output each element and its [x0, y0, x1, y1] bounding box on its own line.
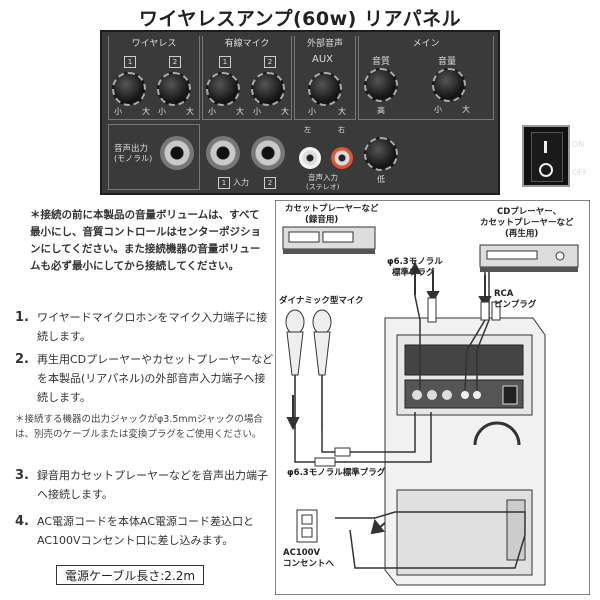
rca-pin-plug-label: ピンプラグ — [494, 300, 537, 310]
page-title: ワイヤレスアンプ(60w) リアパネル — [138, 8, 462, 30]
cd-player-illustration — [479, 244, 579, 272]
wired-mic-2-number: 2 — [264, 56, 276, 68]
cables — [294, 260, 526, 569]
wired-mic-section: 有線マイク — [202, 36, 292, 120]
wireless-2-volume-knob[interactable] — [157, 72, 191, 106]
aux-volume-knob[interactable] — [308, 72, 342, 106]
rca-right-jack[interactable] — [331, 147, 353, 169]
min-label: 小 — [308, 107, 316, 116]
power-off-label: OFF — [572, 168, 588, 177]
mic-input-2-number: 2 — [264, 177, 276, 189]
rca-label: RCA — [494, 289, 514, 299]
power-switch[interactable] — [522, 125, 570, 187]
connection-diagram: カセットプレーヤーなど (録音用) CDプレーヤー、 カセットプレーヤーなど (… — [274, 199, 591, 596]
mic-input-1-jack[interactable] — [206, 136, 240, 170]
ac100v-label: AC100V — [283, 548, 321, 558]
master-volume-knob[interactable] — [432, 68, 466, 102]
jack-size-note: ＊接続する機器の出力ジャックがφ3.5mmジャックの場合は、別売のケーブルまたは… — [15, 414, 263, 440]
power-on-label: ON — [572, 140, 585, 149]
high-label: 高 — [377, 106, 385, 115]
tone-high-knob[interactable] — [364, 68, 398, 102]
mic-input-2-jack[interactable] — [251, 136, 285, 170]
max-label: 大 — [281, 107, 289, 116]
mono-plug-bottom-label: φ6.3モノラル標準プラグ — [287, 468, 386, 478]
wired-mic-1-volume-knob[interactable] — [206, 72, 240, 106]
min-label: 小 — [114, 107, 122, 116]
tone-label: 音質 — [372, 57, 391, 67]
wireless-section-label: ワイヤレス — [109, 36, 199, 49]
min-label: 小 — [158, 107, 166, 116]
mono-plug-label-2: 標準プラグ — [392, 268, 435, 278]
cd-playback-label: (再生用) — [505, 229, 539, 239]
max-label: 大 — [186, 107, 194, 116]
mic-input-1-number: 1 — [218, 177, 230, 189]
output-section — [108, 124, 200, 190]
microphone-2-illustration — [312, 309, 332, 430]
wireless-section: ワイヤレス — [108, 36, 200, 120]
cassette-recording-label: (録音用) — [305, 215, 339, 225]
step-number: 2. — [15, 352, 29, 367]
cassette-deck-illustration — [282, 226, 376, 254]
external-audio-section: 外部音声 — [294, 36, 356, 120]
wireless-1-volume-knob[interactable] — [112, 72, 146, 106]
rear-panel-photo: ワイヤレス 有線マイク 外部音声 メイン 1 2 小 大 小 大 1 2 小 大… — [100, 30, 588, 195]
ac-outlet-illustration — [296, 509, 318, 543]
tone-low-knob[interactable] — [364, 137, 398, 171]
power-cable-length: 電源ケーブル長さ:2.2m — [56, 565, 204, 585]
wired-mic-2-volume-knob[interactable] — [251, 72, 285, 106]
audio-output-mono-label: (モノラル) — [114, 154, 153, 163]
volume-label: 音量 — [438, 57, 457, 67]
diagram-drawing — [274, 199, 591, 596]
dynamic-mic-label: ダイナミック型マイク — [279, 296, 364, 306]
to-outlet-label: コンセントへ — [283, 559, 335, 569]
max-label: 大 — [338, 107, 346, 116]
cd-player-label: CDプレーヤー、 — [497, 207, 562, 217]
step-text: 録音用カセットプレーヤーなどを音声出力端子へ接続します。 — [37, 469, 268, 501]
plug-illustrations — [314, 297, 501, 467]
step-text: AC電源コードを本体AC電源コード差込口とAC100Vコンセント口に差し込みます… — [37, 515, 255, 547]
microphone-1-illustration — [285, 309, 305, 430]
audio-output-jack[interactable] — [160, 136, 194, 170]
mono-plug-label: φ6.3モノラル — [387, 257, 443, 267]
step-text: 再生用CDプレーヤーやカセットプレーヤーなどを本製品(リアパネル)の外部音声入力… — [37, 353, 274, 404]
min-label: 小 — [208, 107, 216, 116]
main-section: メイン — [358, 36, 494, 120]
wireless-1-number: 1 — [124, 56, 136, 68]
step-text: ワイヤードマイクロホンをマイク入力端子に接続します。 — [37, 311, 268, 343]
caution-note: ＊接続の前に本製品の音量ボリュームは、すべて最小にし、音質コントロールはセンター… — [30, 209, 261, 272]
low-label: 低 — [377, 175, 385, 184]
max-label: 大 — [236, 107, 244, 116]
audio-output-label: 音声出力 — [114, 144, 149, 154]
wireless-2-number: 2 — [169, 56, 181, 68]
min-label: 小 — [253, 107, 261, 116]
cd-player-label-2: カセットプレーヤーなど — [480, 218, 574, 228]
amplifier-rear-illustration — [384, 317, 546, 586]
on-mark-icon — [544, 141, 547, 153]
aux-label: AUX — [312, 54, 334, 65]
wired-mic-1-number: 1 — [219, 56, 231, 68]
max-label: 大 — [462, 105, 470, 114]
left-channel-label: 左 — [304, 126, 311, 134]
audio-input-stereo-label: (ステレオ) — [306, 183, 340, 191]
rca-left-jack[interactable] — [299, 147, 321, 169]
right-channel-label: 右 — [338, 126, 345, 134]
audio-input-label: 音声入力 — [308, 173, 338, 182]
step-number: 1. — [15, 310, 29, 325]
cassette-label: カセットプレーヤーなど — [285, 204, 379, 214]
max-label: 大 — [142, 107, 150, 116]
off-mark-icon — [539, 163, 553, 177]
main-section-label: メイン — [359, 36, 493, 49]
external-audio-section-label: 外部音声 — [295, 36, 355, 49]
step-number: 3. — [15, 468, 29, 483]
wired-mic-section-label: 有線マイク — [203, 36, 291, 49]
input-label: 入力 — [233, 178, 249, 187]
step-number: 4. — [15, 514, 29, 529]
power-rocker — [531, 132, 563, 182]
min-label: 小 — [434, 105, 442, 114]
